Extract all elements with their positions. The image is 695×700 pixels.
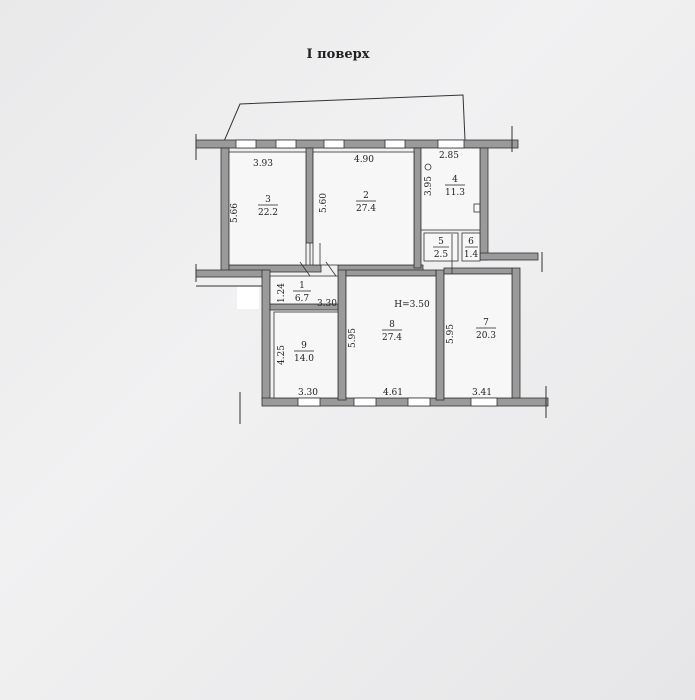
room-2-area-label: 27.4 [356,204,376,214]
room-1-width: 3.30 [317,299,337,309]
room-1-height: 1.24 [277,283,287,303]
room-7-width: 3.41 [472,388,492,398]
room-3-area-label: 22.2 [258,208,278,218]
room-8-number: 8 [389,320,395,330]
room-1-area-label: 6.7 [295,294,310,304]
room-interiors [228,147,513,399]
room-5-area-label: 2.5 [434,250,449,260]
room-9-area-label: 14.0 [294,354,314,364]
wall-ticks [195,126,547,424]
room-8-area [345,275,437,399]
room-4-height: 3.95 [424,176,434,196]
room-1-number: 1 [299,281,305,291]
room-5-number: 5 [438,237,444,247]
room-3-number: 3 [265,195,271,205]
room-3-height: 5.66 [230,203,240,223]
room-labels: 3 22.2 3.93 5.66 2 27.4 4.90 5.60 4 11.3… [230,151,496,398]
redaction-box [237,287,259,309]
room-7-area-label: 20.3 [476,331,496,341]
room-4-area-label: 11.3 [445,188,465,198]
room-6-number: 6 [468,237,474,247]
room-8-area-label: 27.4 [382,333,402,343]
room-4-number: 4 [452,175,458,185]
room-3-width: 3.93 [253,159,273,169]
room-8-height: 5.95 [348,328,358,348]
room-2-height: 5.60 [319,193,329,213]
ceiling-height-label: H=3.50 [394,300,430,310]
room-3-area [228,151,307,266]
room-6-area-label: 1.4 [464,250,479,260]
room-4-width: 2.85 [439,151,459,161]
door-marks [299,163,481,277]
floor-title: I поверх [307,47,370,62]
room-7-area [443,273,513,399]
room-8-width: 4.61 [383,388,403,398]
room-9-area [273,311,339,399]
room-2-number: 2 [363,191,369,201]
room-9-height: 4.25 [277,345,287,365]
canopy-outline [221,94,466,147]
room-9-number: 9 [301,341,307,351]
room-7-number: 7 [483,318,489,328]
room-7-height: 5.95 [446,324,456,344]
room-2-width: 4.90 [354,155,374,165]
windows [235,139,498,407]
room-1-area [269,275,339,305]
room-9-width: 3.30 [298,388,318,398]
room-2-area [312,151,415,266]
